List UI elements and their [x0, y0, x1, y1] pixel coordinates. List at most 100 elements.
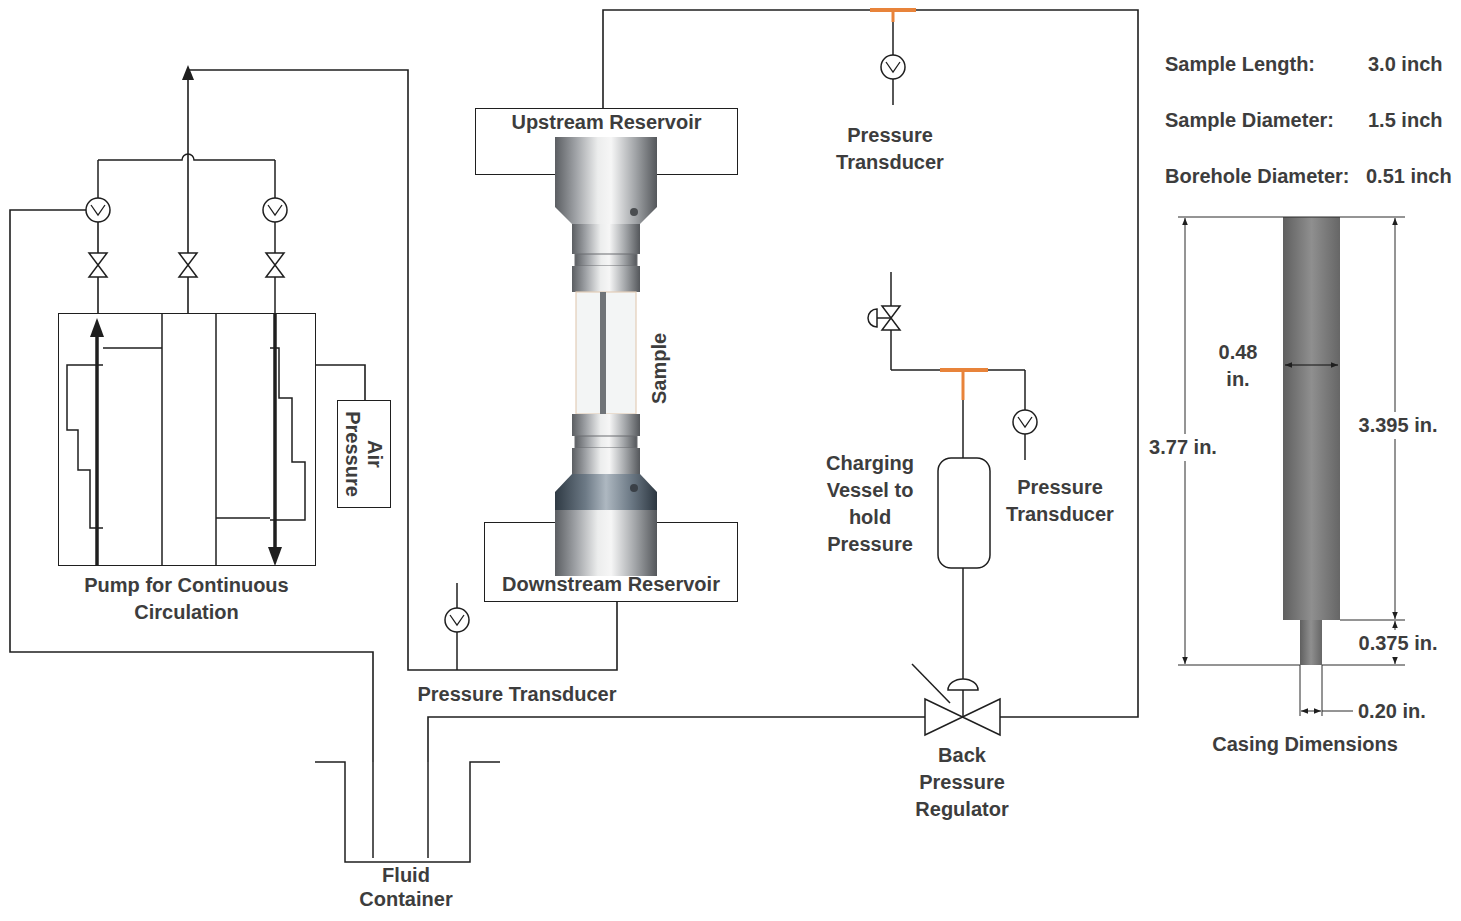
dimension-label: 3.395 in.	[1356, 412, 1441, 439]
fluid-container: Fluid Container	[345, 762, 470, 862]
reservoir-box: Downstream Reservoir	[484, 522, 738, 602]
label-wrap: Pressure Transducer	[825, 122, 955, 176]
regulator-spring	[912, 664, 950, 703]
spec-name: Sample Diameter:	[1165, 107, 1334, 134]
lower-chamfer	[555, 474, 657, 492]
regulator-body	[925, 699, 1000, 735]
dimension-line	[1285, 365, 1338, 366]
upper-chamfer	[555, 207, 657, 224]
pipe	[892, 10, 894, 105]
leader-line	[1322, 711, 1353, 712]
pump-divider	[161, 313, 163, 566]
label-wrap: Sample	[624, 355, 695, 382]
upper-cap	[555, 137, 657, 207]
reservoir-box: Upstream Reservoir	[475, 108, 738, 175]
label-wrap: 0.375 in.	[1356, 630, 1441, 657]
valve-handle	[877, 317, 891, 319]
dimension-label: 0.48 in.	[1208, 339, 1268, 393]
label-wrap: 1.5 inch	[1368, 107, 1442, 134]
pipe	[890, 272, 892, 370]
flow-arrow-line	[95, 336, 99, 566]
upper-neck	[572, 266, 640, 292]
transducer-symbol	[445, 608, 469, 632]
lower-cap-band	[555, 492, 657, 510]
pipe-connector	[316, 365, 365, 400]
pipe-connector	[10, 210, 373, 762]
transducer-symbol	[881, 55, 905, 79]
groove	[575, 254, 637, 266]
label-wrap: Sample Length:	[1165, 51, 1315, 78]
tee-fitting	[940, 368, 988, 372]
core-holder	[555, 137, 657, 576]
node-label: Downstream Reservoir	[502, 571, 720, 598]
piston-outline	[67, 365, 103, 528]
pipe	[456, 583, 458, 670]
sample-core	[576, 292, 636, 414]
gauge-symbol	[86, 198, 110, 222]
component-label: Charging Vessel to hold Pressure	[818, 450, 922, 558]
spec-value: 3.0 inch	[1368, 51, 1442, 78]
valve-actuator	[868, 309, 877, 327]
valve-symbol	[882, 306, 900, 330]
pump-line	[103, 347, 162, 349]
pipe	[962, 568, 964, 690]
pump-divider	[215, 313, 217, 566]
spec-name: Borehole Diameter:	[1165, 163, 1350, 190]
node-label: Fluid Container	[351, 863, 461, 911]
screw-hole	[630, 484, 638, 492]
pipe-connector	[428, 10, 1138, 762]
component-label: Pressure Transducer	[825, 122, 955, 176]
label-wrap: Pressure Transducer	[418, 681, 617, 708]
charging-vessel	[938, 458, 990, 568]
charging-branch	[868, 272, 1025, 735]
transducer-stems	[457, 10, 893, 670]
dimension-label: 0.20 in.	[1358, 698, 1426, 725]
piston-outline	[270, 348, 305, 520]
pipe	[372, 762, 374, 858]
spec-name: Sample Length:	[1165, 51, 1315, 78]
component-label: Pressure Transducer	[418, 681, 617, 708]
dimension-line	[1301, 711, 1321, 712]
spec-value: 0.51 inch	[1366, 163, 1452, 190]
label-wrap: Borehole Diameter:	[1165, 163, 1350, 190]
label-wrap: Casing Dimensions	[1212, 731, 1398, 758]
lower-cap	[555, 510, 657, 576]
tee-fitting	[962, 370, 965, 400]
pump-plumbing	[98, 65, 275, 313]
node-label: Pump for Continuous Circulation	[72, 572, 302, 626]
lower-neck	[572, 448, 640, 474]
label-wrap: 3.77 in.	[1146, 434, 1220, 461]
air-pressure-box: Air Pressure	[337, 400, 391, 508]
label-wrap: 3.395 in.	[1356, 412, 1441, 439]
manifold-line	[98, 154, 275, 160]
container-wall	[315, 762, 500, 862]
component-label: Sample	[647, 332, 674, 403]
flow-arrow-head	[182, 65, 194, 80]
pipe	[891, 369, 1025, 371]
upper-neck	[572, 224, 640, 254]
spec-value: 1.5 inch	[1368, 107, 1442, 134]
flow-arrow-line	[273, 313, 277, 548]
label-wrap: 0.48 in.	[1208, 339, 1268, 393]
transducer-symbol	[1013, 410, 1037, 434]
valve-symbol	[179, 253, 197, 277]
dip-pipes	[373, 762, 428, 858]
extension-line	[1340, 620, 1405, 621]
tee-fitting	[870, 8, 916, 12]
casing-tip	[1300, 620, 1322, 665]
label-wrap: Back Pressure Regulator	[907, 742, 1017, 823]
node-label: Air Pressure	[342, 404, 386, 504]
component-label: Back Pressure Regulator	[907, 742, 1017, 823]
flow-arrow-head	[268, 547, 282, 566]
pump-box: Pump for Continuous Circulation	[58, 313, 316, 566]
figure-caption: Casing Dimensions	[1212, 731, 1398, 758]
container-outline	[345, 762, 470, 862]
pump-mechanism	[67, 313, 305, 566]
extension-line	[1322, 665, 1405, 666]
pipe	[1024, 370, 1026, 460]
dimension-label: 0.375 in.	[1356, 630, 1441, 657]
component-label: Pressure Transducer	[995, 474, 1125, 528]
dimension-label: 3.77 in.	[1146, 434, 1220, 461]
